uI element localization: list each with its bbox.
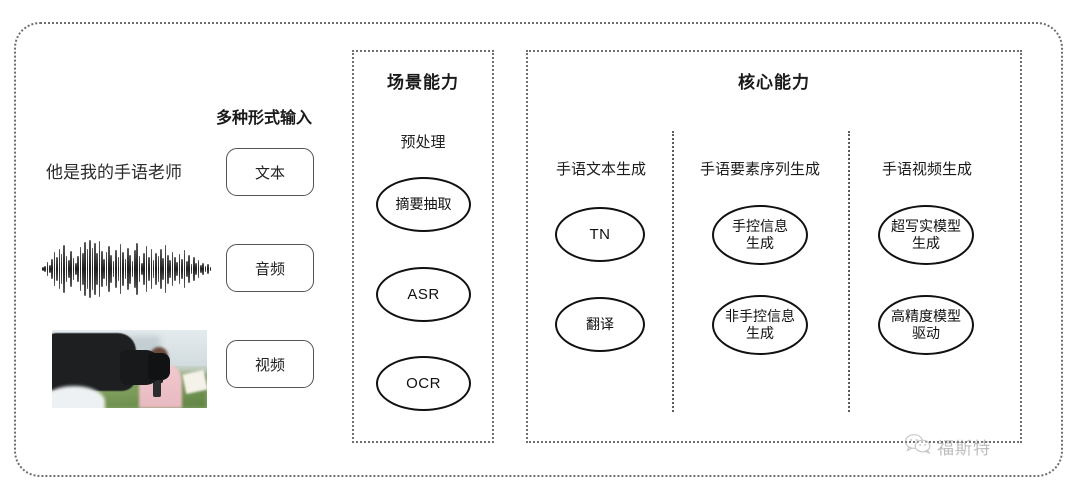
core-node-photoreal-model-label: 超写实模型 生成	[891, 218, 961, 251]
core-node-tn[interactable]: TN	[555, 207, 645, 262]
core-capability-title: 核心能力	[738, 73, 810, 92]
thumb-operator-shoulder	[52, 386, 105, 408]
thumb-microphone	[152, 376, 161, 398]
core-column-divider-1	[672, 131, 674, 412]
scene-node-summary[interactable]: 摘要抽取	[376, 177, 471, 232]
input-type-video-button[interactable]: 视频	[226, 340, 314, 388]
scene-node-asr[interactable]: ASR	[376, 267, 471, 322]
scene-node-ocr[interactable]: OCR	[376, 356, 471, 411]
core-node-nonmanual-info[interactable]: 非手控信息 生成	[712, 295, 808, 355]
input-type-audio-button[interactable]: 音频	[226, 244, 314, 292]
core-node-highprecision-model[interactable]: 高精度模型 驱动	[878, 295, 974, 355]
watermark: 福斯特	[904, 434, 991, 459]
scene-capability-title: 场景能力	[387, 73, 459, 92]
core-node-nonmanual-info-label: 非手控信息 生成	[725, 308, 795, 341]
core-column-divider-2	[848, 131, 850, 412]
input-type-audio-label: 音频	[254, 260, 285, 278]
thumb-camera-hood	[148, 353, 170, 380]
scene-node-asr-label: ASR	[407, 286, 440, 303]
core-column-header-element-sequence: 手语要素序列生成	[699, 161, 820, 178]
scene-capability-section	[352, 50, 494, 443]
sample-sentence-text: 他是我的手语老师	[46, 163, 182, 182]
core-column-header-video-generation: 手语视频生成	[881, 161, 972, 178]
core-node-manual-info-label: 手控信息 生成	[732, 218, 788, 251]
watermark-text: 福斯特	[937, 439, 991, 458]
scene-node-ocr-label: OCR	[406, 375, 441, 392]
input-type-text-button[interactable]: 文本	[226, 148, 314, 196]
inputs-heading: 多种形式输入	[216, 110, 313, 127]
core-node-highprecision-model-label: 高精度模型 驱动	[891, 308, 961, 341]
wechat-icon	[904, 434, 931, 459]
scene-preprocess-subtitle: 预处理	[400, 134, 446, 151]
outer-frame	[14, 22, 1063, 477]
core-node-tn-label: TN	[589, 226, 611, 243]
input-type-video-label: 视频	[254, 356, 285, 374]
input-type-text-label: 文本	[254, 164, 285, 182]
core-capability-section	[526, 50, 1022, 443]
core-node-photoreal-model[interactable]: 超写实模型 生成	[878, 205, 974, 265]
core-node-translation[interactable]: 翻译	[555, 297, 645, 352]
core-node-translation-label: 翻译	[586, 316, 614, 332]
audio-waveform-icon	[42, 240, 212, 298]
core-column-header-text-generation: 手语文本生成	[555, 161, 646, 178]
core-node-manual-info[interactable]: 手控信息 生成	[712, 205, 808, 265]
video-thumbnail	[52, 330, 207, 408]
scene-node-summary-label: 摘要抽取	[395, 196, 452, 212]
